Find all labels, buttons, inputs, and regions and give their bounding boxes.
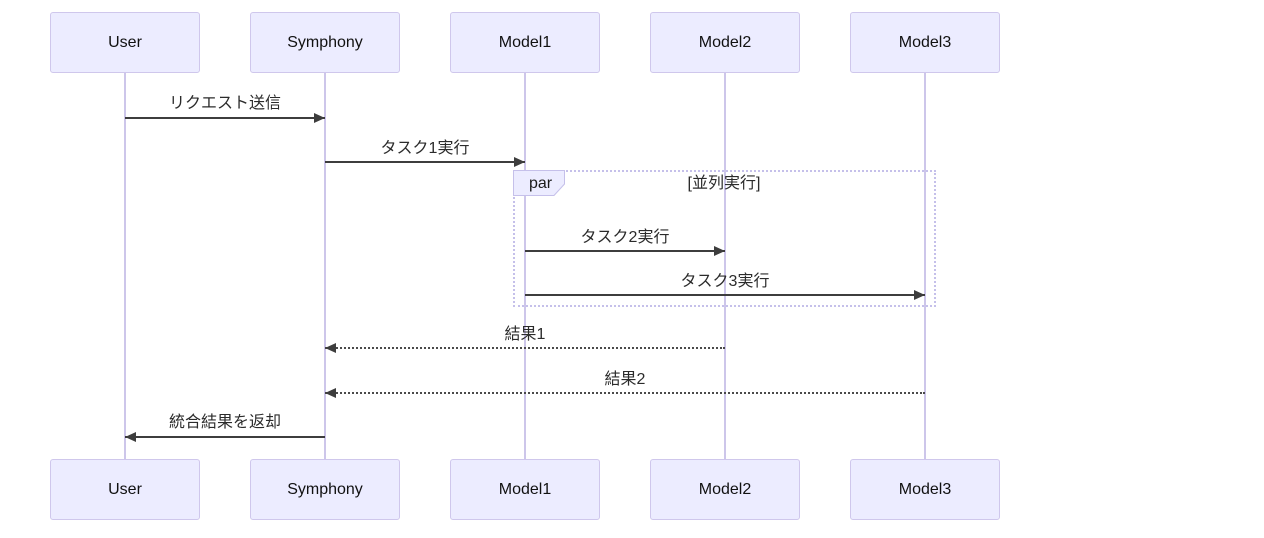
arrowhead-right-icon bbox=[914, 290, 925, 300]
actor-top-model3[interactable]: Model3 bbox=[850, 12, 1000, 73]
message-line bbox=[525, 294, 925, 296]
message-label-task3: タスク3実行 bbox=[680, 273, 770, 290]
message-label-return: 統合結果を返却 bbox=[168, 414, 282, 431]
actor-label: Model3 bbox=[898, 33, 952, 51]
actor-label: Model1 bbox=[498, 480, 552, 498]
message-line bbox=[125, 436, 325, 438]
message-label-result2: 結果2 bbox=[604, 371, 646, 388]
arrowhead-right-icon bbox=[714, 246, 725, 256]
lifeline-user bbox=[124, 73, 126, 459]
lifeline-symphony bbox=[324, 73, 326, 459]
message-line bbox=[325, 392, 925, 394]
actor-label: Symphony bbox=[287, 33, 363, 51]
lifeline-model3 bbox=[924, 73, 926, 459]
par-condition: [並列実行] bbox=[687, 175, 761, 192]
message-label-result1: 結果1 bbox=[504, 326, 546, 343]
actor-bottom-symphony[interactable]: Symphony bbox=[250, 459, 400, 520]
actor-top-model2[interactable]: Model2 bbox=[650, 12, 800, 73]
par-label-tab bbox=[513, 170, 565, 196]
message-label-task1: タスク1実行 bbox=[380, 140, 470, 157]
message-label-task2: タスク2実行 bbox=[580, 229, 670, 246]
actor-label: User bbox=[108, 480, 142, 498]
arrowhead-right-icon bbox=[514, 157, 525, 167]
actor-bottom-model2[interactable]: Model2 bbox=[650, 459, 800, 520]
actor-top-user[interactable]: User bbox=[50, 12, 200, 73]
lifeline-model1 bbox=[524, 73, 526, 459]
actor-top-model1[interactable]: Model1 bbox=[450, 12, 600, 73]
arrowhead-right-icon bbox=[314, 113, 325, 123]
actor-bottom-model3[interactable]: Model3 bbox=[850, 459, 1000, 520]
actor-label: Model1 bbox=[498, 33, 552, 51]
actor-top-symphony[interactable]: Symphony bbox=[250, 12, 400, 73]
actor-bottom-model1[interactable]: Model1 bbox=[450, 459, 600, 520]
actor-label: Model2 bbox=[698, 480, 752, 498]
actor-bottom-user[interactable]: User bbox=[50, 459, 200, 520]
arrowhead-left-icon bbox=[325, 388, 336, 398]
message-label-request: リクエスト送信 bbox=[168, 95, 282, 112]
actor-label: Symphony bbox=[287, 480, 363, 498]
actor-label: User bbox=[108, 33, 142, 51]
actor-label: Model2 bbox=[698, 33, 752, 51]
arrowhead-left-icon bbox=[125, 432, 136, 442]
par-block-frame bbox=[513, 170, 936, 307]
message-line bbox=[125, 117, 325, 119]
arrowhead-left-icon bbox=[325, 343, 336, 353]
actor-label: Model3 bbox=[898, 480, 952, 498]
lifeline-model2 bbox=[724, 73, 726, 459]
message-line bbox=[525, 250, 725, 252]
message-line bbox=[325, 161, 525, 163]
par-keyword: par bbox=[529, 175, 553, 192]
message-line bbox=[325, 347, 725, 349]
